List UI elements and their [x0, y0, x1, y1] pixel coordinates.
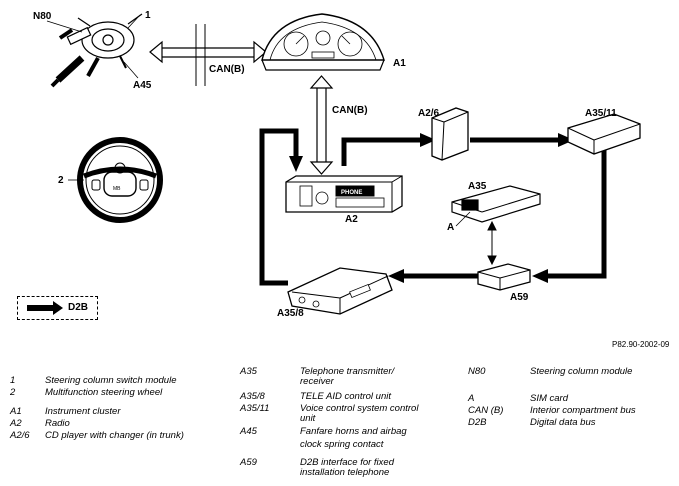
d2b-legend-box: D2B [17, 296, 98, 320]
legend-value: Fanfare horns and airbag [300, 426, 407, 437]
label-can-b-vertical: CAN(B) [332, 105, 368, 116]
wheel-logo-text: MB [113, 186, 121, 192]
legend-key: N80 [468, 366, 486, 377]
radio-display-text: PHONE [341, 190, 362, 196]
legend-key: A45 [240, 426, 257, 437]
legend-value: Interior compartment bus [530, 405, 636, 416]
label-n80: N80 [33, 11, 52, 22]
label-a35: A35 [468, 181, 487, 192]
1-leader [127, 14, 141, 29]
steering-column-switch-module [50, 13, 143, 88]
label-a2: A2 [345, 214, 358, 225]
legend-value-cont: clock spring contact [300, 439, 384, 450]
can-b-horizontal-bus [149, 24, 267, 86]
legend-key: 1 [10, 375, 16, 386]
legend-key: D2B [468, 417, 487, 428]
label-1: 1 [145, 10, 151, 21]
cd-changer [431, 107, 469, 161]
legend-key: A1 [10, 406, 22, 417]
d2b-ring [259, 128, 607, 286]
radio [285, 175, 403, 213]
a35-a59-link [487, 220, 497, 266]
d2b-legend-label: D2B [68, 302, 89, 313]
multifunction-steering-wheel [77, 137, 163, 223]
telephone-transceiver [451, 185, 541, 223]
legend-value-cont: unit [300, 413, 316, 424]
figure-reference: P82.90-2002-09 [612, 340, 670, 349]
legend-value: D2B interface for fixed [300, 457, 394, 468]
can-b-vertical-bus [309, 75, 334, 175]
legend-key: A2/6 [10, 430, 30, 441]
label-a2-6: A2/6 [418, 108, 440, 119]
legend-value: Digital data bus [530, 417, 596, 428]
legend-key: A59 [240, 457, 257, 468]
label-a35-11: A35/11 [585, 108, 617, 119]
legend-key: A35/8 [240, 391, 265, 402]
a45-leader [123, 61, 139, 79]
label-a45: A45 [133, 80, 152, 91]
legend-value: Radio [45, 418, 70, 429]
voice-control-unit [567, 113, 641, 155]
legend-key: 2 [10, 387, 16, 398]
tele-aid-control-unit [287, 267, 393, 315]
label-a1: A1 [393, 58, 406, 69]
legend-value: Instrument cluster [45, 406, 121, 417]
legend-value: CD player with changer (in trunk) [45, 430, 184, 441]
legend-column-1: 1 Steering column switch module 2 Multif… [10, 375, 240, 485]
legend-column-3: N80 Steering column module A SIM card CA… [468, 366, 673, 446]
legend-key: CAN (B) [468, 405, 504, 416]
label-a59: A59 [510, 292, 529, 303]
d2b-arrow-icon [27, 305, 55, 311]
d2b-arrowhead-icon [53, 301, 63, 315]
label-a: A [447, 222, 455, 233]
n80-leader [46, 20, 83, 33]
instrument-cluster [261, 13, 385, 71]
legend-value-cont: installation telephone [300, 467, 390, 478]
legend-value: Voice control system control [300, 403, 419, 414]
label-can-b-horizontal: CAN(B) [209, 64, 245, 75]
d2b-interface [477, 263, 531, 291]
legend-value: Steering column module [530, 366, 633, 377]
wiring-diagram: MB PHONE [46, 13, 641, 315]
legend-key: A2 [10, 418, 22, 429]
label-a35-8: A35/8 [277, 308, 304, 319]
legend-value: Multifunction steering wheel [45, 387, 163, 398]
legend-value-cont: receiver [300, 376, 334, 387]
legend-column-2: A35 Telephone transmitter/ receiver A35/… [240, 366, 465, 484]
legend-key: A35 [240, 366, 257, 377]
sim-card-leader [455, 211, 471, 227]
legend-key: A [468, 393, 475, 404]
legend-value: TELE AID control unit [300, 391, 391, 402]
label-2: 2 [58, 175, 64, 186]
legend-value: SIM card [530, 393, 569, 404]
legend-key: A35/11 [240, 403, 270, 414]
legend-value: Steering column switch module [45, 375, 177, 386]
legend-value: Telephone transmitter/ [300, 366, 395, 377]
